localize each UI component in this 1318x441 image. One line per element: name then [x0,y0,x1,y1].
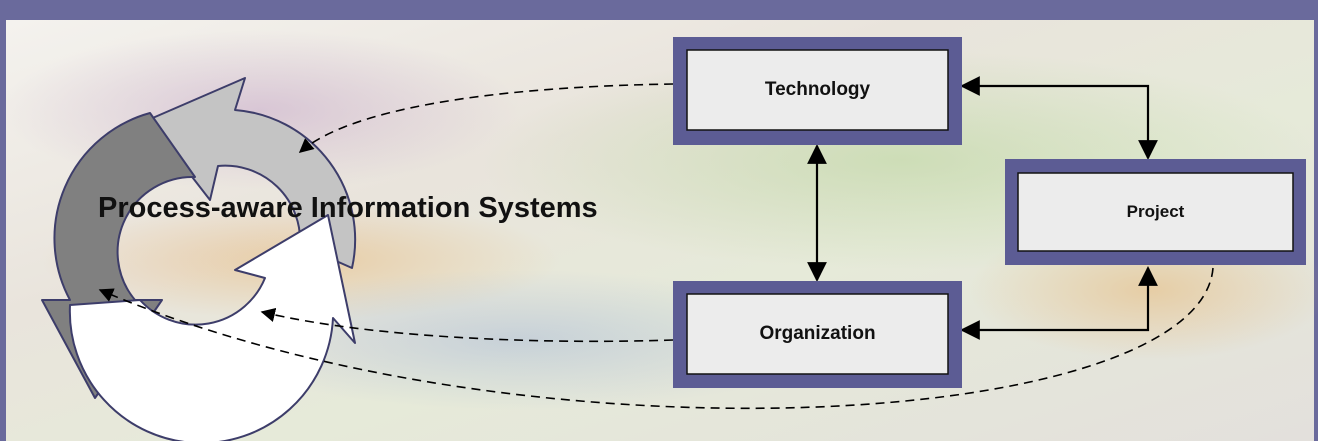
dashed-connector [298,83,674,153]
connector-organization-project [960,266,1158,340]
dashed-connector [98,267,1214,410]
technology-label: Technology [764,79,871,100]
diagram-title: Process-aware Information Systems [98,192,598,224]
organization-label: Organization [759,323,876,344]
organization-box [673,281,962,388]
project-box [1005,159,1306,265]
dashed-connector [260,307,674,343]
connector-technology-project [960,76,1158,160]
technology-box [673,37,962,145]
project-label: Project [1126,202,1185,221]
cycle-arrows-icon [41,77,357,441]
